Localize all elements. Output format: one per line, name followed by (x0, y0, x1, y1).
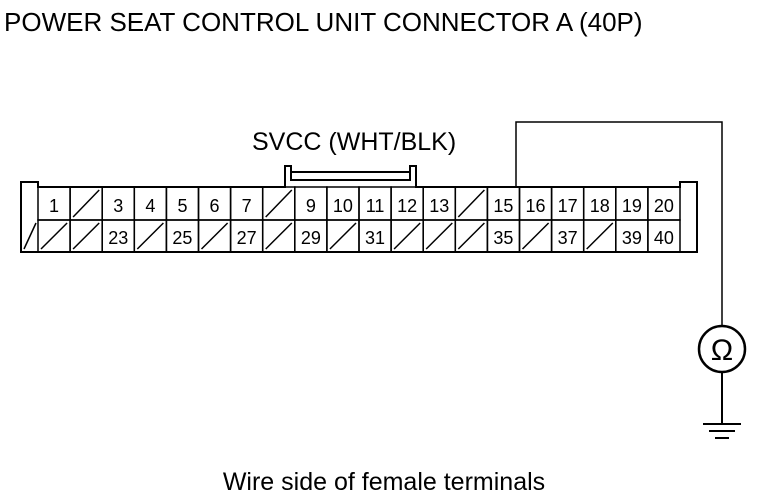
terminal-label: 23 (108, 228, 128, 248)
terminal-label: 18 (590, 196, 610, 216)
terminal-40 (647, 219, 681, 253)
unused-terminal-slash (393, 222, 421, 250)
terminal-label: 31 (365, 228, 385, 248)
terminal-label: 37 (558, 228, 578, 248)
terminal-label: 5 (177, 196, 187, 216)
unused-terminal-slash (521, 222, 550, 250)
test-lead-wire (515, 121, 723, 326)
terminal-label: 11 (366, 196, 385, 216)
terminal-label: 15 (493, 196, 513, 216)
terminal-label: 3 (113, 196, 123, 216)
terminal-label: 20 (654, 196, 674, 216)
unused-terminal-slash (265, 222, 293, 250)
terminal-label: 6 (210, 196, 220, 216)
terminal-label: 35 (493, 228, 513, 248)
terminal-label: 1 (49, 196, 59, 216)
terminal-label: 39 (622, 228, 642, 248)
terminal-label: 29 (301, 228, 321, 248)
terminal-label: 4 (145, 196, 155, 216)
ground-icon (703, 372, 741, 439)
terminal-label: 12 (397, 196, 417, 216)
unused-terminal-slash (457, 222, 485, 250)
terminal-label: 27 (237, 228, 257, 248)
terminal-label: 7 (242, 196, 252, 216)
edge-slash (23, 222, 37, 250)
unused-terminal-slash (200, 222, 229, 250)
unused-terminal-slash (40, 222, 68, 250)
terminal-label: 13 (429, 196, 449, 216)
terminal-label: 40 (654, 228, 674, 248)
unused-terminal-slash (72, 222, 100, 250)
ohmmeter-icon: Ω (697, 324, 747, 374)
terminal-label: 25 (172, 228, 192, 248)
unused-terminal-slash (586, 222, 614, 250)
unused-terminal-slash (425, 222, 453, 250)
terminal-label: 16 (526, 196, 546, 216)
probe-label: SVCC (WHT/BLK) (252, 128, 456, 156)
terminal-label: 19 (622, 196, 642, 216)
terminal-label: 17 (558, 196, 578, 216)
unused-terminal-slash (265, 189, 293, 218)
diagram-caption: Wire side of female terminals (223, 468, 545, 496)
diagram-title: POWER SEAT CONTROL UNIT CONNECTOR A (40P… (4, 7, 643, 37)
unused-terminal-slash (329, 222, 357, 250)
unused-terminal-slash (136, 222, 164, 250)
unused-terminal-slash (457, 189, 485, 218)
terminal-label: 10 (333, 196, 353, 216)
terminal-label: 9 (306, 196, 316, 216)
meter-symbol: Ω (711, 334, 733, 367)
unused-terminal-slash (72, 189, 100, 218)
